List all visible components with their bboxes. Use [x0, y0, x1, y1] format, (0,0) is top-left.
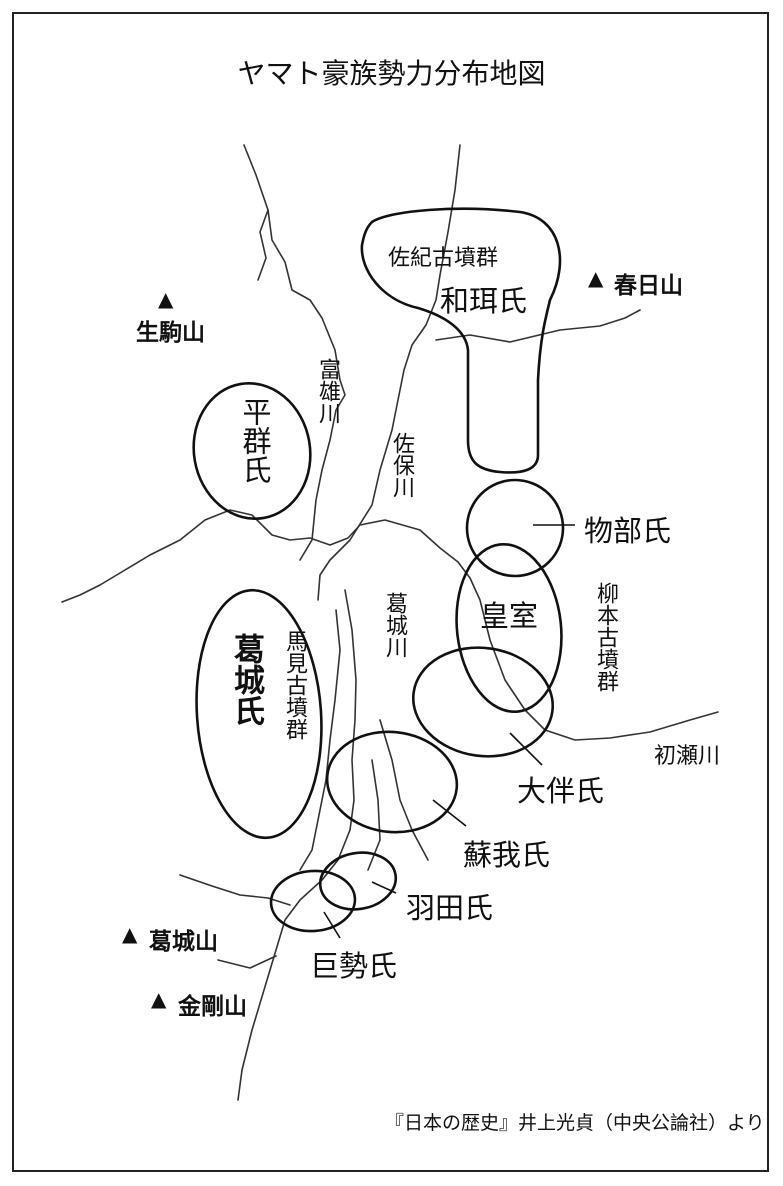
- leader-soga: [432, 799, 467, 827]
- region-heguri: [192, 381, 312, 521]
- region-soga: [325, 730, 459, 834]
- river-south-small: [217, 955, 277, 969]
- source-citation: 『日本の歴史』井上光貞（中央公論社）より: [385, 1112, 765, 1134]
- mountain-ikoma-label: 生駒山: [136, 320, 205, 346]
- river-west: [61, 509, 719, 741]
- river-katsuragi-b: [299, 609, 341, 871]
- clan-kose-label: 巨勢氏: [310, 949, 398, 983]
- leader-kose: [323, 911, 341, 939]
- umami-tomb-group-label: 馬見古墳群: [282, 630, 307, 740]
- map-title: ヤマト豪族勢力分布地図: [237, 57, 546, 90]
- river-saho-label: 佐保川: [389, 432, 414, 498]
- clan-hata-label: 羽田氏: [406, 891, 494, 925]
- region-koshitsu: [455, 542, 563, 714]
- mountain-kasuga-label: 春日山: [614, 273, 683, 299]
- river-south-branch: [179, 874, 291, 906]
- mountain-icon: ▲: [588, 266, 604, 290]
- river-katsuragi-label: 葛城川: [382, 592, 407, 658]
- map-frame: [12, 12, 769, 1172]
- river-hatsuse-label: 初瀬川: [654, 744, 721, 769]
- clan-katsuragi-label: 葛城氏: [228, 633, 264, 726]
- region-hata: [318, 851, 398, 911]
- clan-koshitsu-label: 皇室: [480, 599, 539, 633]
- yanagimoto-tomb-group-label: 柳本古墳群: [593, 582, 618, 692]
- region-katsuragi: [195, 588, 323, 840]
- river-tomio-label: 富雄川: [315, 358, 340, 424]
- river-saho-upper: [435, 309, 641, 343]
- mountain-katsuragi-label: 葛城山: [149, 929, 218, 955]
- region-wani: [360, 207, 562, 474]
- mountain-icon: ▲: [122, 922, 138, 946]
- river-east-a: [379, 719, 429, 861]
- mountain-icon: ▲: [158, 287, 174, 311]
- region-mononobe: [465, 478, 565, 578]
- clan-soga-label: 蘇我氏: [463, 838, 551, 872]
- river-tomio: [243, 144, 346, 561]
- saki-tomb-group-label: 佐紀古墳群: [388, 246, 499, 271]
- clan-wani-label: 和珥氏: [440, 284, 528, 318]
- region-otomo: [411, 646, 555, 758]
- leader-otomo: [509, 732, 543, 766]
- river-tomio-branch: [257, 209, 269, 281]
- clan-heguri-label: 平群氏: [238, 397, 272, 484]
- leader-hata: [371, 881, 397, 894]
- mountain-icon: ▲: [151, 987, 167, 1011]
- clan-mononobe-label: 物部氏: [584, 514, 672, 548]
- clan-otomo-label: 大伴氏: [517, 774, 605, 808]
- region-kose: [269, 869, 357, 933]
- mountain-kongo-label: 金剛山: [178, 994, 247, 1020]
- river-saho: [317, 144, 461, 601]
- river-katsuragi: [237, 589, 357, 1101]
